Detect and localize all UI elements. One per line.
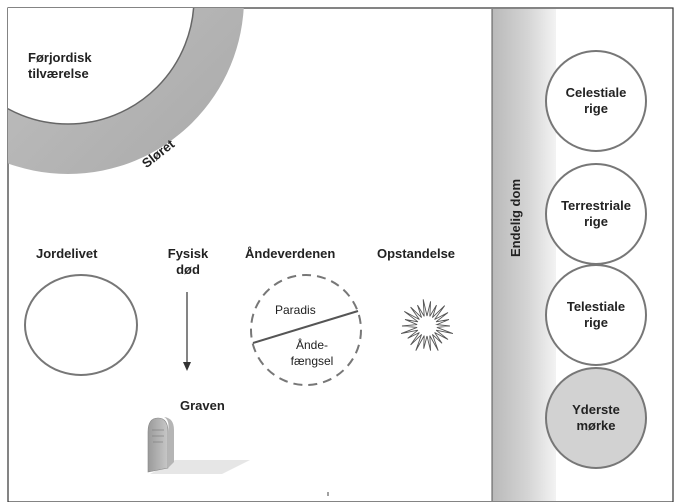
telestial-kingdom-circle xyxy=(545,264,647,366)
spirit-world-label: Åndeverdenen xyxy=(245,246,336,261)
premortal-label-line2: tilværelse xyxy=(28,66,89,81)
paradise-label: Paradis xyxy=(275,303,316,317)
physical-death-label: Fysisk død xyxy=(158,246,218,278)
spirit-prison-label-line1: Ånde- xyxy=(295,338,329,352)
celestial-kingdom-circle xyxy=(545,50,647,152)
death-arrow-head xyxy=(183,362,191,371)
grave-slab xyxy=(150,460,250,474)
telestial-kingdom-label-line2: rige xyxy=(584,315,608,330)
spirit-prison-label-line2: fængsel xyxy=(290,354,334,368)
celestial-kingdom-label-line1: Celestiale xyxy=(565,85,627,100)
physical-death-label-line2: død xyxy=(176,262,200,277)
headstone-inscription xyxy=(152,429,164,443)
outer-darkness-label-line1: Yderste xyxy=(572,402,620,417)
spirit-world-divider xyxy=(252,310,359,344)
physical-death-label-line1: Fysisk xyxy=(167,246,209,261)
mortal-life-label: Jordelivet xyxy=(36,246,98,261)
headstone-side xyxy=(164,417,174,468)
terrestrial-kingdom-label-line2: rige xyxy=(584,214,608,229)
final-judgment-label: Endelig dom xyxy=(508,179,523,257)
spirit-world-circle xyxy=(250,274,362,386)
outer-darkness-label-line2: mørke xyxy=(576,418,616,433)
mortal-life-circle xyxy=(24,274,138,376)
premortal-label-line1: Førjordisk xyxy=(28,50,92,65)
outer-darkness-label: Yderste mørke xyxy=(546,402,646,434)
celestial-kingdom-label: Celestiale rige xyxy=(546,85,646,117)
terrestrial-kingdom-label-line1: Terrestriale xyxy=(561,198,631,213)
premortal-label: Førjordisk tilværelse xyxy=(28,50,92,82)
spirit-prison-label: Ånde- fængsel xyxy=(282,337,342,369)
headstone xyxy=(147,417,169,473)
resurrection-label: Opstandelse xyxy=(377,246,456,261)
telestial-kingdom-label-line1: Telestiale xyxy=(566,299,626,314)
terrestrial-kingdom-label: Terrestriale rige xyxy=(546,198,646,230)
telestial-kingdom-label: Telestiale rige xyxy=(546,299,646,331)
premortal-circle xyxy=(8,8,195,125)
resurrection-starburst xyxy=(400,299,454,351)
grave-label: Graven xyxy=(180,398,225,413)
celestial-kingdom-label-line2: rige xyxy=(584,101,608,116)
outer-darkness-circle xyxy=(545,367,647,469)
